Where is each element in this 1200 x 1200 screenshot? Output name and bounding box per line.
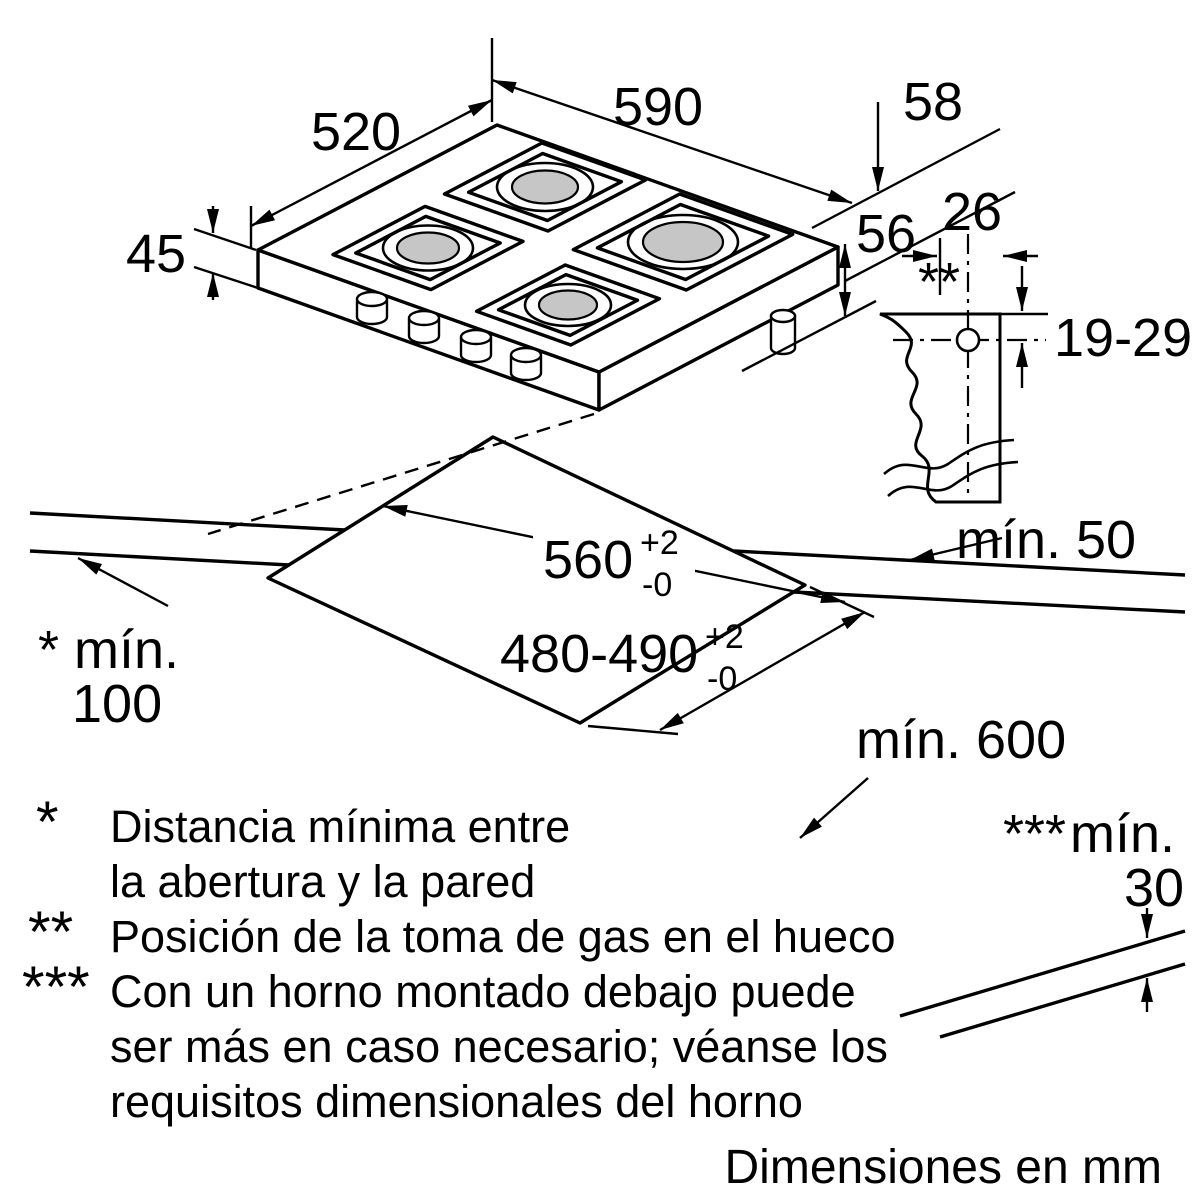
label-hob-width: 590 [613,77,703,137]
label-cutout-depth-tol-minus: -0 [707,660,737,698]
arrow-min-front [799,777,869,839]
gas-pipe-detail: 26 19-29 [879,182,1192,504]
ext-line-cutout-bottom [587,724,679,736]
label-cutout-depth-tol-plus: +2 [705,618,744,656]
label-background-560 [533,524,695,590]
ext-line-590-right [811,127,1001,230]
ext-line-58-lower [844,190,1016,283]
footnotes: * Distancia mínima entre la abertura y l… [22,790,896,1127]
footnote-2-marker: ** [28,900,73,965]
label-hob-depth: 520 [311,102,401,162]
units-note: Dimensiones en mm [725,1141,1162,1194]
burner-cap-right [641,220,725,264]
label-min-side-value: 100 [72,674,162,734]
worktop-front-edge-bottom [939,962,1186,1039]
ext-line-45-bottom [193,265,259,290]
footnote-1-line-1: Distancia mínima entre [110,801,570,852]
burner-cap-left [395,231,461,265]
break-lines [883,438,1019,497]
label-min-back: mín. 50 [956,510,1136,570]
label-cutout-depth: 480-490 [500,624,698,684]
wall-line-lower-right [793,590,1186,614]
dim-line-480-490 [659,610,866,732]
gas-connection-top [769,308,797,324]
worktop-section-outline [879,312,1002,504]
gas-connection-pipe [769,314,797,356]
label-min-below-value: 30 [1124,858,1184,918]
footnote-3-line-2: ser más en caso necesario; véanse los [110,1021,888,1072]
worktop-cutout: 560 +2 -0 480-490 +2 -0 mín. 50 * mín. 1… [29,412,1186,1039]
label-gas-v-offset: 58 [903,72,963,132]
arrow-min-side [77,556,169,608]
label-min-side: * mín. [38,620,179,680]
ext-line-56-lower [741,299,877,373]
cutout-outline [266,435,807,725]
wall-line-lower-left [29,549,290,567]
burner-ring-front [523,282,613,328]
label-cutout-width-tol-plus: +2 [640,524,679,562]
label-cutout-width-tol-minus: -0 [642,566,672,604]
label-hob-height: 45 [126,224,186,284]
arrow-min-back [909,536,1003,562]
ext-line-45-top [193,227,257,252]
footnote-3-line-3: requisitos dimensionales del horno [110,1076,803,1127]
label-gas-h-offset: 56 [856,204,916,264]
label-min-below-marker: *** [1003,804,1066,864]
footnote-1-marker: * [36,790,59,855]
pan-support-front [474,263,662,347]
footnote-2-line-1: Posición de la toma de gas en el hueco [110,911,896,962]
label-cutout-width: 560 [543,530,633,590]
gas-pipe-hole [955,327,981,353]
wall-line-upper-left [29,511,346,532]
burner-ring-right [626,213,740,271]
worktop-front-edge-top [899,929,1186,1018]
label-min-front: mín. 600 [856,710,1066,770]
projection-line [207,412,595,536]
dim-line-590 [491,78,853,205]
footnote-3-marker: *** [22,955,90,1020]
footnote-1-line-2: la abertura y la pared [110,856,535,907]
control-knobs [355,290,543,382]
label-min-below: mín. [1070,804,1175,864]
label-pipe-depth: 19-29 [1054,308,1192,368]
burner-cap-front [537,289,599,321]
burner-cap-back [510,169,580,205]
dim-line-520 [250,98,493,228]
footnote-3-line-1: Con un horno montado debajo puede [110,966,856,1017]
label-pipe-offset: 26 [942,182,1002,242]
